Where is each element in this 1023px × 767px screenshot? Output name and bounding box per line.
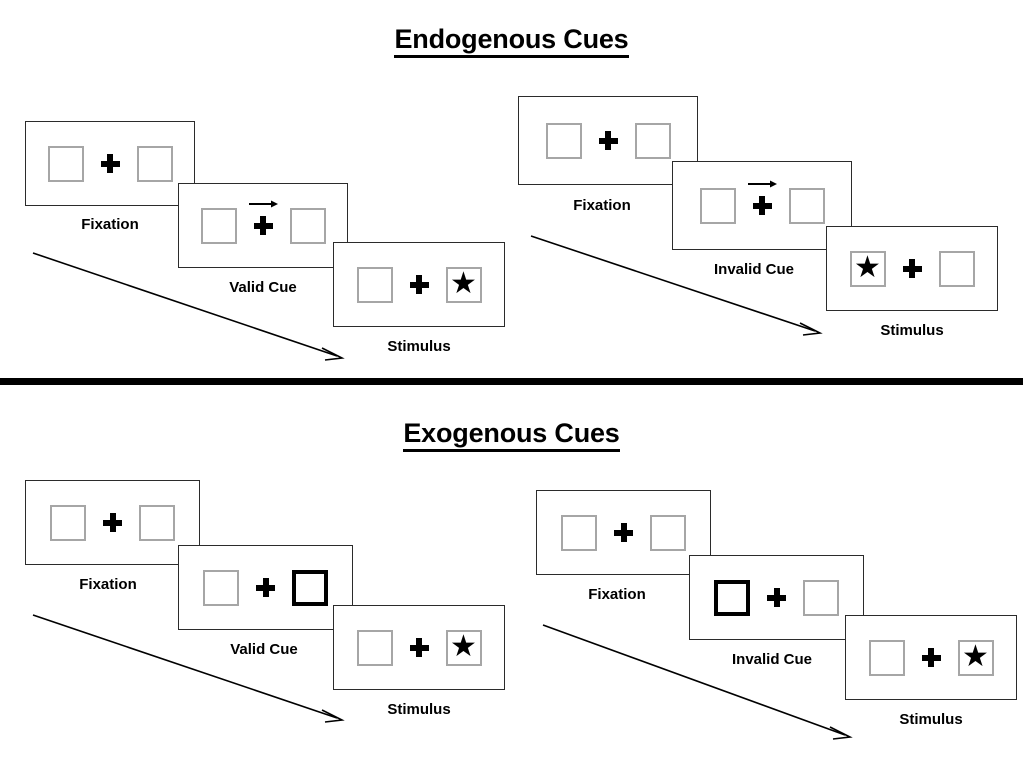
box-left <box>699 187 736 224</box>
caption-exogenous-invalid-cue: Invalid Cue <box>731 651 813 668</box>
frame-endogenous-valid-cue <box>178 183 348 268</box>
frame-endogenous-valid-stimulus: ★ <box>333 242 505 327</box>
caption-endogenous-valid-fixation: Fixation <box>81 216 139 233</box>
box-left <box>561 514 597 551</box>
frame-exogenous-invalid-fixation <box>536 490 711 575</box>
frame-inner: ★ <box>827 250 997 287</box>
fixation-cross-icon <box>921 648 941 667</box>
frame-inner: ★ <box>334 629 504 666</box>
frame-endogenous-valid-fixation <box>25 121 195 206</box>
box-left <box>47 145 84 182</box>
box-right <box>289 207 326 244</box>
frame-inner <box>673 180 851 224</box>
frame-endogenous-invalid-cue <box>672 161 852 250</box>
frame-inner <box>537 514 710 551</box>
fixation-cross-icon <box>902 259 922 278</box>
box-right <box>139 504 175 541</box>
star-icon: ★ <box>854 250 881 284</box>
frame-endogenous-invalid-stimulus: ★ <box>826 226 998 311</box>
fixation-cross-icon <box>409 275 429 294</box>
frame-inner <box>26 145 194 182</box>
box-right-target: ★ <box>957 639 994 676</box>
fixation-cross-icon <box>767 588 786 607</box>
frame-endogenous-invalid-fixation <box>518 96 698 185</box>
box-left <box>50 504 86 541</box>
caption-endogenous-valid-stimulus: Stimulus <box>387 338 451 355</box>
box-left <box>356 266 393 303</box>
frame-exogenous-invalid-cue <box>689 555 864 640</box>
frame-exogenous-valid-stimulus: ★ <box>333 605 505 690</box>
frame-exogenous-valid-fixation <box>25 480 200 565</box>
frame-inner: ★ <box>334 266 504 303</box>
box-left <box>868 639 905 676</box>
frame-exogenous-valid-cue <box>178 545 353 630</box>
fixation-cross-icon <box>249 200 278 235</box>
section-divider <box>0 378 1023 385</box>
fixation-cross-icon <box>598 131 618 150</box>
fixation-cross-icon <box>614 523 633 542</box>
cue-arrow-right-icon <box>747 179 777 191</box>
box-right <box>938 250 975 287</box>
box-left-cued <box>714 579 750 616</box>
caption-exogenous-valid-cue: Valid Cue <box>230 641 298 658</box>
caption-endogenous-valid-cue: Valid Cue <box>229 279 297 296</box>
box-left <box>203 569 239 606</box>
star-icon: ★ <box>450 266 477 300</box>
section-title-endogenous-text: Endogenous Cues <box>394 24 629 58</box>
frame-inner <box>179 200 347 244</box>
section-title-endogenous: Endogenous Cues <box>0 24 1023 58</box>
box-right <box>136 145 173 182</box>
box-right <box>788 187 825 224</box>
star-icon: ★ <box>962 639 989 673</box>
box-right-target: ★ <box>445 266 482 303</box>
box-left <box>545 122 582 159</box>
fixation-cross-icon <box>409 638 429 657</box>
star-icon: ★ <box>450 629 477 663</box>
section-exogenous: Exogenous Cues Fixation Valid Cue ★ Stim… <box>0 390 1023 767</box>
frame-inner <box>26 504 199 541</box>
section-endogenous: Endogenous Cues Fixation Valid Cue <box>0 24 1023 361</box>
box-right-target: ★ <box>445 629 482 666</box>
fixation-cross-icon <box>100 154 120 173</box>
cue-arrow-right-icon <box>248 199 278 211</box>
caption-exogenous-invalid-stimulus: Stimulus <box>899 711 963 728</box>
box-left <box>356 629 393 666</box>
frame-inner <box>690 579 863 616</box>
box-right <box>634 122 671 159</box>
fixation-cross-icon <box>103 513 122 532</box>
caption-endogenous-invalid-fixation: Fixation <box>573 197 631 214</box>
caption-exogenous-valid-fixation: Fixation <box>79 576 137 593</box>
box-right-cued <box>292 569 328 606</box>
caption-endogenous-invalid-stimulus: Stimulus <box>880 322 944 339</box>
caption-exogenous-invalid-fixation: Fixation <box>588 586 646 603</box>
caption-exogenous-valid-stimulus: Stimulus <box>387 701 451 718</box>
box-left-target: ★ <box>849 250 886 287</box>
caption-endogenous-invalid-cue: Invalid Cue <box>713 261 795 278</box>
box-right <box>650 514 686 551</box>
fixation-cross-icon <box>256 578 275 597</box>
box-right <box>803 579 839 616</box>
frame-inner <box>519 122 697 159</box>
frame-inner: ★ <box>846 639 1016 676</box>
frame-exogenous-invalid-stimulus: ★ <box>845 615 1017 700</box>
section-title-exogenous-text: Exogenous Cues <box>403 418 620 452</box>
section-title-exogenous: Exogenous Cues <box>0 418 1023 452</box>
box-left <box>200 207 237 244</box>
fixation-cross-icon <box>748 180 777 215</box>
frame-inner <box>179 569 352 606</box>
